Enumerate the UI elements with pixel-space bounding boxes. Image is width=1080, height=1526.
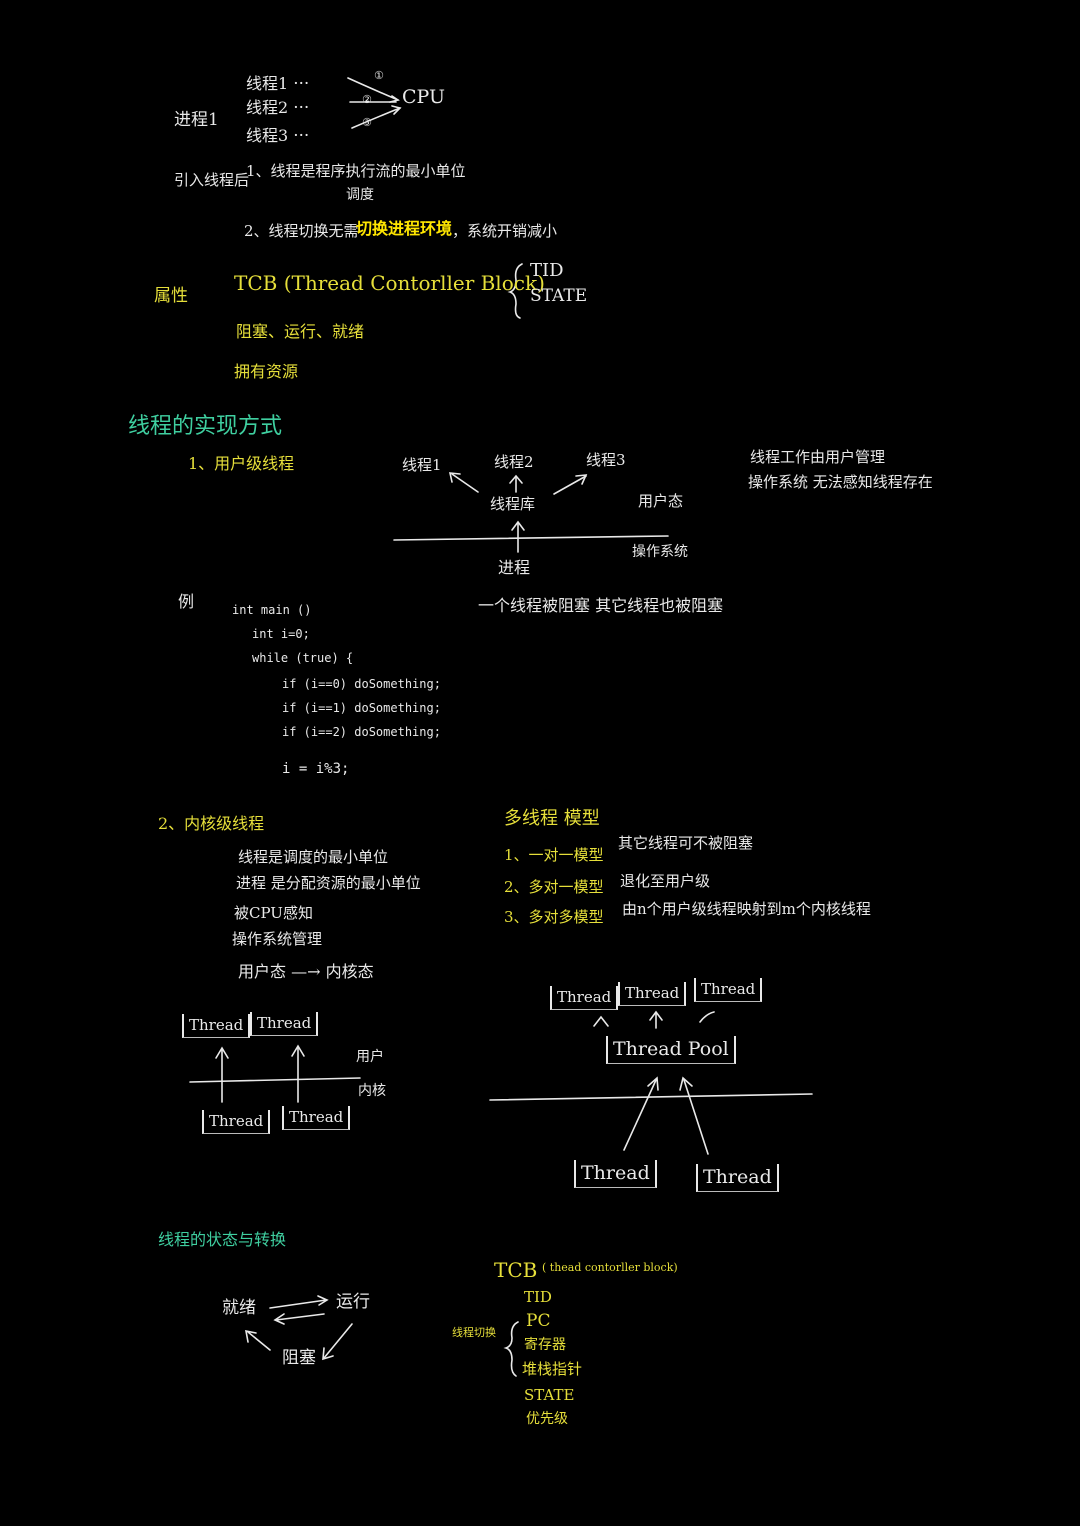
kernel-label: 内核 (358, 1083, 386, 1099)
arrow-running-blocked (323, 1323, 353, 1359)
code-line: if (i==0) doSomething; (282, 677, 441, 691)
resources-line: 拥有资源 (234, 362, 299, 381)
tcb-field: STATE (524, 1386, 575, 1404)
point2-highlight: 切换进程环境 (356, 219, 453, 238)
step-mark: ③ (362, 116, 372, 129)
state-running: 运行 (336, 1292, 370, 1312)
model-kernel-thread-box: Thread (574, 1160, 657, 1188)
switch-brace (503, 1321, 519, 1377)
model-thread-box: Thread (694, 978, 763, 1002)
state-blocked: 阻塞 (282, 1348, 316, 1368)
kernel-line: 操作系统管理 (232, 930, 323, 948)
arrow-lib-thread1 (451, 473, 479, 493)
user-note1: 线程工作由用户管理 (750, 448, 886, 466)
arrow-running-ready (275, 1313, 325, 1321)
step-mark: ① (374, 69, 384, 82)
code-line: if (i==2) doSomething; (282, 725, 441, 739)
kernel-thread-box: Thread (250, 1012, 319, 1036)
tcb-field: 堆栈指针 (522, 1360, 583, 1378)
process-node: 进程 (498, 558, 531, 577)
tcb-title: TCB (Thread Contorller Block) (234, 271, 545, 295)
model-kernel-thread-box: Thread (696, 1164, 779, 1192)
arrow-model-left (623, 1079, 657, 1151)
ul-thread3: 线程3 (586, 451, 626, 469)
tcb2-sub: ( thead contorller block) (542, 1261, 678, 1274)
block-note: 一个线程被阻塞 其它线程也被阻塞 (478, 596, 724, 615)
kernel-line: 进程 是分配资源的最小单位 (236, 874, 421, 892)
arrow-lib-thread3 (553, 475, 587, 495)
kernel-thread-box: Thread (202, 1110, 271, 1134)
arrow-pool-thread1 (593, 1015, 609, 1027)
user-level-title: 1、用户级线程 (188, 454, 295, 473)
switch-side-label: 线程切换 (452, 1326, 496, 1339)
model-label: 3、多对多模型 (504, 908, 604, 926)
example-label: 例 (178, 592, 195, 611)
tcb-field: STATE (530, 286, 588, 306)
cpu-label: CPU (402, 86, 446, 108)
kernel-divider (189, 1077, 361, 1083)
process-label: 进程1 (174, 110, 219, 130)
model-label: 2、多对一模型 (504, 878, 604, 896)
model-thread-box: Thread (618, 982, 687, 1006)
point2-suffix: ，系统开销减小 (452, 222, 558, 240)
kernel-line: 用户态 —→ 内核态 (238, 962, 374, 981)
arrow-thread3-cpu (351, 107, 401, 129)
step-mark: ② (362, 93, 372, 106)
code-line: int main () (232, 603, 312, 617)
kernel-line: 被CPU感知 (234, 904, 313, 922)
model-desc: 退化至用户级 (620, 872, 711, 890)
tcb-field: 优先级 (526, 1411, 568, 1427)
state-ready: 就绪 (222, 1298, 256, 1318)
user-note2: 操作系统 无法感知线程存在 (748, 473, 933, 491)
thread-item: 线程1 ⋯ (246, 74, 310, 93)
tcb-field: TID (524, 1288, 552, 1306)
point2-prefix: 2、线程切换无需 (244, 222, 359, 240)
point1: 1、线程是程序执行流的最小单位 (246, 162, 466, 180)
code-line: int i=0; (252, 627, 310, 641)
kernel-thread-box: Thread (282, 1106, 351, 1130)
arrow-thread1-cpu (347, 77, 399, 101)
impl-title: 线程的实现方式 (128, 414, 283, 439)
tcb2-title: TCB (494, 1258, 538, 1282)
code-line: i = i%3; (282, 761, 350, 777)
user-mode-label: 用户态 (638, 492, 684, 510)
kernel-line: 线程是调度的最小单位 (238, 848, 389, 866)
thread-pool-box: Thread Pool (606, 1036, 736, 1064)
multi-title: 多线程 模型 (504, 808, 600, 829)
os-label: 操作系统 (632, 544, 688, 560)
user-label: 用户 (356, 1049, 384, 1065)
intro-prefix: 引入线程后 (174, 171, 250, 189)
ul-thread1: 线程1 (402, 456, 442, 474)
thread-library: 线程库 (490, 495, 536, 513)
tcb-field: PC (526, 1311, 551, 1331)
code-line: while (true) { (252, 651, 354, 665)
arrow-pool-thread3 (699, 1011, 715, 1023)
arrow-ready-running (269, 1299, 327, 1309)
attributes-label: 属性 (154, 286, 188, 306)
model-divider (489, 1093, 813, 1101)
model-thread-box: Thread (550, 986, 619, 1010)
kernel-thread-box: Thread (182, 1014, 251, 1038)
switching-title: 线程的状态与转换 (158, 1230, 287, 1249)
code-line: if (i==1) doSomething; (282, 701, 441, 715)
arrow-blocked-ready (247, 1331, 271, 1351)
thread-item: 线程3 ⋯ (246, 126, 310, 145)
kernel-level-title: 2、内核级线程 (158, 814, 265, 833)
user-kernel-divider (393, 535, 669, 541)
arrow-model-right (683, 1079, 709, 1155)
point1-cont: 调度 (346, 187, 374, 203)
thread-item: 线程2 ⋯ (246, 98, 310, 117)
model-label: 1、一对一模型 (504, 846, 604, 864)
tcb-field: TID (530, 260, 564, 281)
model-desc: 其它线程可不被阻塞 (618, 834, 754, 852)
ul-thread2: 线程2 (494, 453, 534, 471)
states-line: 阻塞、运行、就绪 (236, 322, 365, 341)
tcb-field: 寄存器 (524, 1337, 566, 1353)
tcb-brace (507, 263, 523, 319)
model-desc: 由n个用户级线程映射到m个内核线程 (622, 900, 871, 918)
